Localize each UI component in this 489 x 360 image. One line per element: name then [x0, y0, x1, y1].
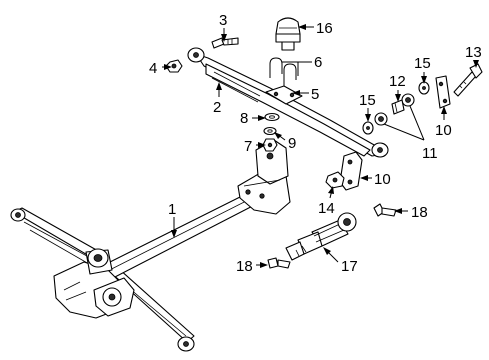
callout-18-upper: 18 — [411, 204, 428, 221]
callout-16: 16 — [316, 20, 333, 37]
bolt-18-upper — [373, 203, 397, 217]
callout-10-upper: 10 — [435, 122, 452, 139]
shackle-lower — [339, 151, 363, 191]
leader-lines — [162, 24, 479, 268]
washer-15-left — [362, 121, 374, 135]
nut-14 — [325, 171, 345, 189]
callout-13: 13 — [465, 44, 482, 61]
bushing-11-right — [401, 93, 415, 107]
callout-4: 4 — [149, 60, 157, 77]
washer-8 — [264, 112, 280, 122]
callout-9: 9 — [288, 135, 296, 152]
callout-7: 7 — [244, 138, 252, 155]
callout-11: 11 — [422, 145, 438, 162]
callout-3: 3 — [219, 12, 227, 29]
callout-15-left: 15 — [359, 92, 376, 109]
shackle-upper — [435, 75, 451, 109]
callout-2: 2 — [213, 99, 221, 116]
bolt-13 — [453, 63, 483, 97]
washer-9 — [263, 126, 277, 136]
callout-12: 12 — [389, 73, 406, 90]
callout-10-lower: 10 — [374, 171, 391, 188]
callout-1: 1 — [168, 201, 176, 218]
bolt-3 — [211, 37, 239, 49]
axle-beam — [53, 139, 291, 319]
bolt-18-lower — [267, 257, 291, 269]
shock-absorber — [285, 212, 357, 261]
callout-18-lower: 18 — [236, 258, 253, 275]
callout-5: 5 — [311, 86, 319, 103]
callout-15-right: 15 — [414, 55, 431, 72]
callout-14: 14 — [318, 200, 335, 217]
u-bolts — [269, 57, 297, 86]
bushing-11-left — [374, 112, 388, 126]
jounce-bumper — [275, 17, 301, 51]
callout-labels: 1 2 3 4 5 6 7 8 9 10 10 11 12 13 14 15 1… — [149, 12, 482, 275]
callout-6: 6 — [314, 54, 322, 71]
spring-plate — [265, 85, 303, 105]
callout-17: 17 — [341, 258, 358, 275]
upper-leaf-spring — [187, 47, 389, 158]
callout-8: 8 — [240, 110, 248, 127]
bolt-12 — [391, 99, 405, 115]
